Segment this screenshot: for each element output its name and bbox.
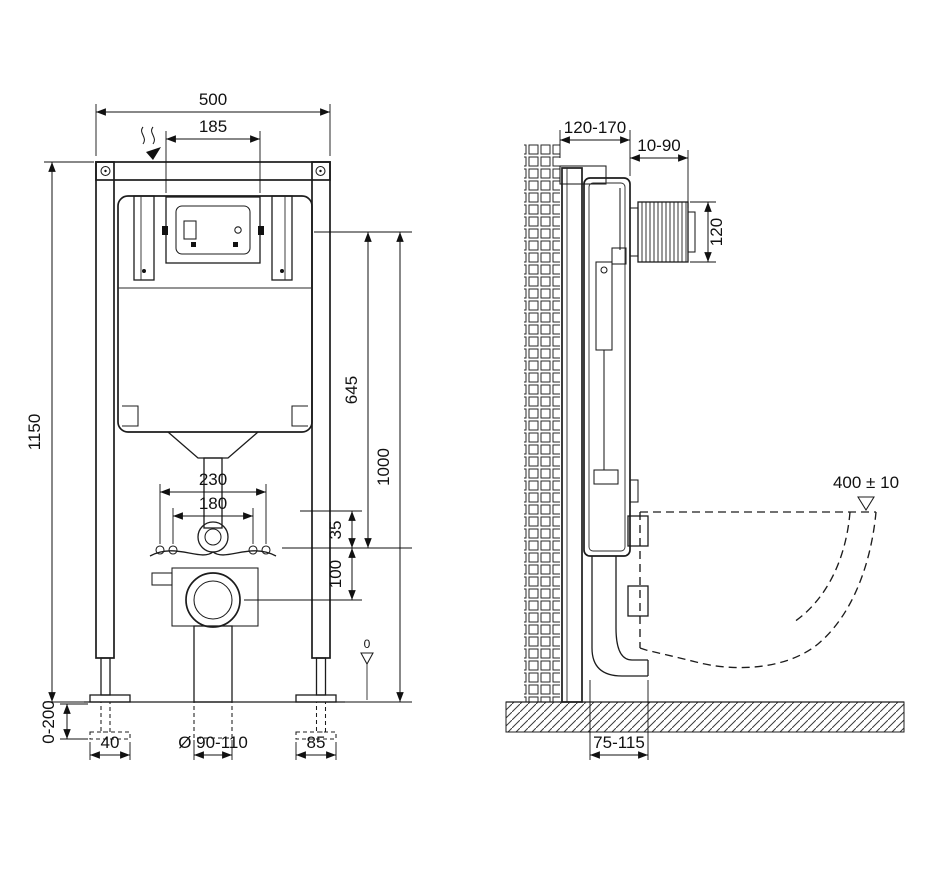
dim-label-1150: 1150 bbox=[25, 414, 44, 451]
dim-100: 100 bbox=[244, 548, 362, 601]
right-foot-plate bbox=[295, 694, 337, 703]
mounting-frame bbox=[89, 161, 337, 740]
fixing-stud bbox=[248, 545, 258, 555]
dim-10-90: 10-90 bbox=[630, 136, 689, 208]
flush-connection-sleeve bbox=[627, 515, 649, 547]
corner-bolt-right bbox=[315, 165, 326, 177]
drain-elbow bbox=[151, 567, 259, 739]
side-view: 400 ± 10 120-170 10-90 120 bbox=[505, 118, 905, 760]
right-foot-extension bbox=[295, 701, 337, 740]
floor-datum-marker: 0 bbox=[360, 637, 374, 700]
dim-label-35: 35 bbox=[326, 521, 345, 540]
dim-0-200: 0-200 bbox=[39, 700, 88, 744]
left-leg bbox=[100, 657, 111, 696]
floor-hatched bbox=[505, 701, 905, 733]
drain-pipe-side bbox=[591, 556, 649, 677]
drain-connection-sleeve bbox=[627, 585, 649, 617]
corner-bolt-left bbox=[100, 165, 111, 177]
dim-35: 35 bbox=[300, 510, 362, 548]
dim-185: 185 bbox=[165, 117, 261, 193]
fixing-stud bbox=[155, 545, 165, 555]
tiled-wall bbox=[524, 144, 560, 702]
dim-label-185: 185 bbox=[199, 117, 227, 136]
datum-zero-label: 0 bbox=[364, 637, 371, 651]
cistern bbox=[117, 195, 313, 459]
dim-label-120-170: 120-170 bbox=[564, 118, 626, 137]
fixing-stud bbox=[168, 545, 178, 555]
dim-label-645: 645 bbox=[342, 376, 361, 404]
dim-label-75-115: 75-115 bbox=[593, 733, 645, 752]
dim-120: 120 bbox=[690, 201, 726, 263]
wall-bracket bbox=[559, 165, 607, 185]
fill-valve bbox=[611, 247, 627, 265]
dim-645: 645 bbox=[282, 231, 412, 549]
front-view: 500 185 1150 645 1000 35 bbox=[25, 90, 412, 760]
left-foot-plate bbox=[89, 694, 131, 703]
dim-label-1000: 1000 bbox=[374, 448, 393, 486]
dim-label-drain-diameter: Ø 90-110 bbox=[178, 733, 248, 752]
dim-120-170: 120-170 bbox=[559, 118, 631, 176]
dim-75-115: 75-115 bbox=[589, 680, 649, 760]
flush-plate-opening bbox=[162, 196, 264, 264]
fixing-stud bbox=[261, 545, 271, 555]
water-inlet-pipe bbox=[629, 201, 696, 263]
right-leg bbox=[315, 657, 327, 696]
hanger-bracket-right bbox=[271, 195, 293, 281]
toilet-bowl-outline bbox=[639, 511, 877, 669]
flush-valve bbox=[595, 261, 613, 351]
dim-label-100: 100 bbox=[326, 560, 345, 588]
dim-230: 230 bbox=[159, 470, 267, 544]
drain-pipe bbox=[193, 625, 233, 703]
dim-90-110: Ø 90-110 bbox=[178, 733, 248, 760]
bowl-height-marker: 400 ± 10 bbox=[833, 473, 899, 512]
dim-1000: 1000 bbox=[345, 232, 412, 703]
dim-85: 85 bbox=[295, 733, 337, 760]
cistern-profile bbox=[583, 177, 639, 557]
drain-pipe-below-floor bbox=[193, 701, 233, 739]
dim-label-120: 120 bbox=[707, 218, 726, 246]
hanger-bracket-left bbox=[133, 195, 155, 281]
dim-label-0-200: 0-200 bbox=[39, 700, 58, 743]
vent-arrow-icon bbox=[141, 126, 161, 160]
dim-label-180: 180 bbox=[199, 494, 227, 513]
dim-label-10-90: 10-90 bbox=[637, 136, 680, 155]
dim-label-500: 500 bbox=[199, 90, 227, 109]
frame-profile bbox=[559, 165, 607, 703]
dim-500: 500 bbox=[95, 90, 331, 156]
left-foot-extension bbox=[89, 701, 131, 740]
dim-label-230: 230 bbox=[199, 470, 227, 489]
dim-40: 40 bbox=[89, 733, 131, 760]
dim-180: 180 bbox=[172, 494, 254, 544]
dim-label-40: 40 bbox=[101, 733, 120, 752]
dim-label-85: 85 bbox=[307, 733, 326, 752]
fixing-plate bbox=[149, 545, 277, 557]
dim-label-400: 400 ± 10 bbox=[833, 473, 899, 492]
dim-1150: 1150 bbox=[25, 161, 94, 703]
